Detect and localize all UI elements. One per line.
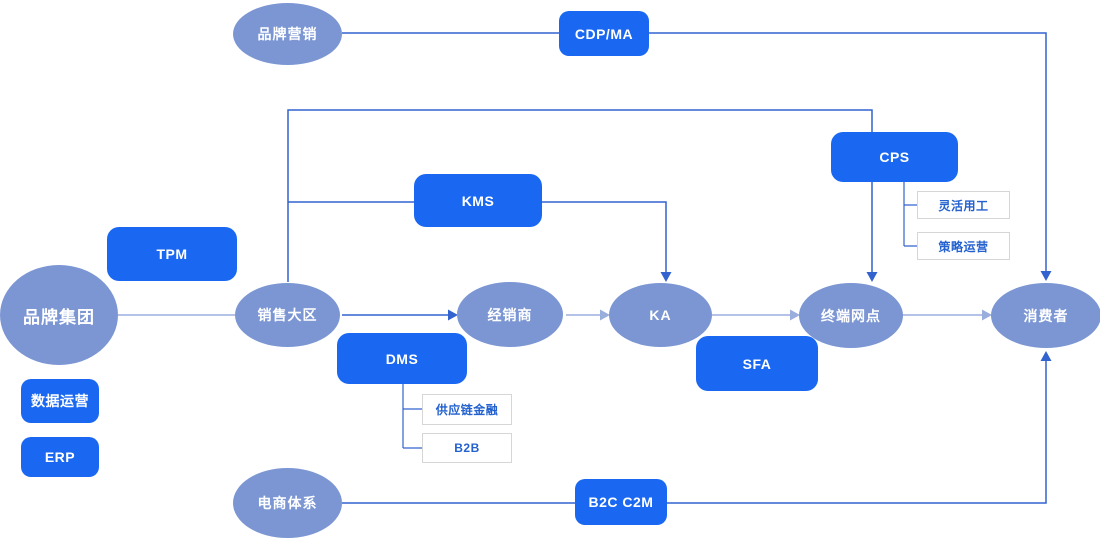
node-data-operations: 数据运营 [21, 379, 99, 423]
dark-connectors [287, 32, 1047, 504]
node-sales-region: 销售大区 [235, 283, 340, 347]
arrow-into-ka-left [600, 309, 610, 321]
dark-arrowheads [448, 271, 1052, 361]
arrow-into-terminal-left [790, 309, 800, 321]
node-consumer: 消费者 [991, 283, 1100, 348]
node-erp: ERP [21, 437, 99, 477]
node-strategy-operations: 策略运营 [917, 232, 1010, 260]
node-ka: KA [609, 283, 712, 347]
dms-bracket [402, 384, 422, 449]
node-cdp-ma: CDP/MA [559, 11, 649, 56]
node-kms: KMS [414, 174, 542, 227]
node-cps: CPS [831, 132, 958, 182]
node-sfa: SFA [696, 336, 818, 391]
node-supply-chain-finance: 供应链金融 [422, 394, 512, 425]
cps-bracket [903, 182, 917, 247]
node-tpm: TPM [107, 227, 237, 281]
node-brand-marketing: 品牌营销 [233, 3, 342, 65]
arrow-into-distributor [448, 309, 458, 321]
node-flexible-labor: 灵活用工 [917, 191, 1010, 219]
bracket-connectors [402, 182, 917, 449]
node-b2b: B2B [422, 433, 512, 463]
arrow-into-consumer-top [1040, 271, 1052, 281]
node-distributor: 经销商 [457, 282, 563, 347]
node-dms: DMS [337, 333, 467, 384]
node-b2c-c2m: B2C C2M [575, 479, 667, 525]
node-brand-group: 品牌集团 [0, 265, 118, 365]
edge-salesregion-cps-terminal [287, 109, 873, 282]
arrow-into-ka-top [660, 272, 672, 282]
node-ecommerce-system: 电商体系 [233, 468, 342, 538]
arrow-into-consumer-left [982, 309, 992, 321]
arrow-into-consumer-bottom [1040, 351, 1052, 361]
arrow-into-terminal-top [866, 272, 878, 282]
node-terminal-outlets: 终端网点 [799, 283, 903, 348]
light-arrowheads [600, 309, 992, 321]
